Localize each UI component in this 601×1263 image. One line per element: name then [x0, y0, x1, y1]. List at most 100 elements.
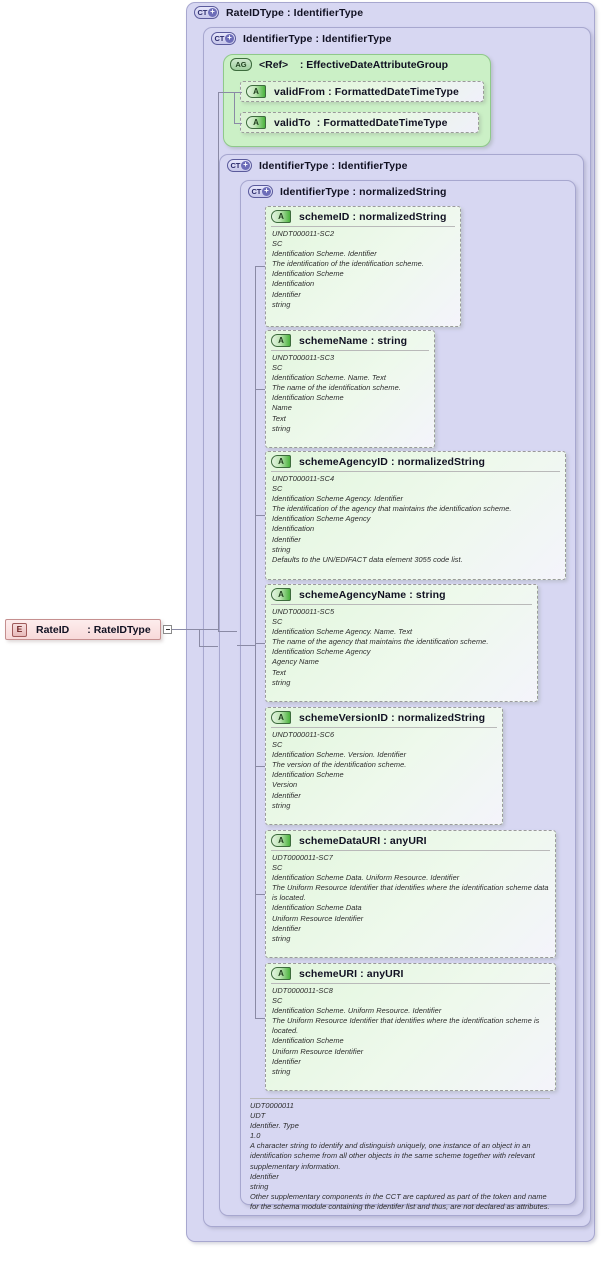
attribute-type: FormattedDateTimeType [323, 116, 448, 129]
container-header-rateidtype[interactable]: CT + RateIDType : IdentifierType [194, 6, 363, 19]
container-separator: : [331, 159, 336, 172]
container-header-identifiertype-level3[interactable]: CT + IdentifierType : IdentifierType [227, 159, 408, 172]
attribute-name: schemeID [299, 210, 350, 223]
attribute-separator: : [352, 210, 357, 223]
container-name: RateIDType [226, 6, 284, 19]
connector-ag-vertical [234, 92, 235, 123]
attribute-name: schemeName [299, 334, 368, 347]
attribute-header: A validFrom : FormattedDateTimeType [241, 82, 483, 100]
complextype-icon: CT + [248, 185, 273, 198]
container-header-identifiertype-level4[interactable]: CT + IdentifierType : normalizedString [248, 185, 447, 198]
a-icon-letter: A [278, 968, 284, 978]
ag-icon-letters: AG [235, 59, 247, 69]
a-icon-letter: A [253, 86, 259, 96]
attribute-separator: : [383, 834, 387, 847]
attribute-schemename[interactable]: A schemeName : string UNDT000011-SC3 SC … [265, 330, 435, 448]
attribute-header: A schemeURI : anyURI [266, 964, 555, 982]
container-type: normalizedString [359, 185, 447, 198]
attribute-divider [271, 727, 497, 728]
attribute-label: validTo : FormattedDateTimeType [274, 117, 448, 129]
attribute-type: anyURI [389, 834, 427, 847]
attribute-type: FormattedDateTimeType [334, 85, 459, 98]
attribute-type: normalizedString [359, 210, 447, 223]
container-header-identifiertype-level2[interactable]: CT + IdentifierType : IdentifierType [211, 32, 392, 45]
element-collapse-toggle[interactable] [163, 625, 172, 634]
connector-outer-spine [199, 629, 200, 646]
attribute-icon: A [271, 334, 291, 347]
attribute-icon: A [271, 834, 291, 847]
attribute-name: schemeURI [299, 967, 358, 980]
a-icon-letter: A [278, 712, 284, 722]
expand-plus-icon: + [225, 33, 234, 43]
a-icon-letter: A [253, 117, 259, 127]
attribute-documentation: UNDT000011-SC4 SC Identification Scheme … [272, 474, 512, 564]
connector-to-schemename [255, 389, 265, 390]
connector-level3-stem [218, 631, 237, 632]
connector-level4-stem [237, 645, 255, 646]
connector-outer-bottom [199, 646, 218, 647]
attribute-icon: A [271, 210, 291, 223]
attribute-documentation: UNDT000011-SC3 SC Identification Scheme.… [272, 353, 401, 433]
ct-icon-letters: CT [197, 7, 208, 17]
element-type: RateIDType [93, 623, 151, 636]
container-name: IdentifierType [280, 185, 350, 198]
attribute-name: schemeVersionID [299, 711, 389, 724]
documentation-lines: UDT0000011 UDT Identifier. Type 1.0 A ch… [250, 1101, 550, 1211]
connector-to-schemedatauri [255, 894, 265, 895]
element-name: RateID [36, 623, 70, 636]
container-separator: : [287, 6, 291, 19]
a-icon-letter: A [278, 335, 284, 345]
attribute-divider [271, 350, 429, 351]
attribute-label: schemeID : normalizedString [299, 211, 446, 223]
attribute-group-header[interactable]: AG <Ref> : EffectiveDateAttributeGroup [230, 58, 448, 71]
connector-ag-stem-vertical [218, 92, 219, 631]
container-title: IdentifierType : IdentifierType [259, 160, 408, 172]
attribute-schemeagencyid[interactable]: A schemeAgencyID : normalizedString UNDT… [265, 451, 566, 580]
container-title: IdentifierType : normalizedString [280, 186, 447, 198]
ct-icon-letters: CT [251, 186, 262, 196]
container-name: IdentifierType [243, 32, 313, 45]
attribute-label: schemeAgencyName : string [299, 589, 446, 601]
attribute-schemeid[interactable]: A schemeID : normalizedString UNDT000011… [265, 206, 461, 327]
attribute-name: schemeAgencyID [299, 455, 388, 468]
attribute-type: normalizedString [397, 455, 485, 468]
attribute-divider [271, 604, 532, 605]
connector-to-schemeagencyid [255, 515, 265, 516]
attribute-documentation: UDT0000011-SC8 SC Identification Scheme.… [272, 986, 540, 1076]
attribute-separator: : [328, 85, 332, 98]
a-icon-letter: A [278, 211, 284, 221]
ct-icon-letters: CT [230, 160, 241, 170]
attribute-header: A schemeName : string [266, 331, 434, 349]
attribute-separator: : [391, 711, 395, 724]
attribute-separator: : [370, 334, 375, 347]
complextype-icon: CT + [211, 32, 236, 45]
type-documentation: UDT0000011 UDT Identifier. Type 1.0 A ch… [250, 1098, 550, 1212]
attribute-schemeversionid[interactable]: A schemeVersionID : normalizedString UND… [265, 707, 503, 825]
attribute-type: string [377, 334, 408, 347]
attribute-header: A validTo : FormattedDateTimeType [241, 113, 478, 131]
attribute-documentation: UNDT000011-SC2 SC Identification Scheme.… [272, 229, 424, 309]
attribute-validto[interactable]: A validTo : FormattedDateTimeType [240, 112, 479, 133]
element-icon: E [12, 622, 27, 637]
attribute-schemedatauri[interactable]: A schemeDataURI : anyURI UDT0000011-SC7 … [265, 830, 556, 958]
attribute-icon: A [246, 85, 266, 98]
attribute-divider [271, 471, 560, 472]
attribute-label: schemeAgencyID : normalizedString [299, 456, 485, 468]
connector-outer-top [199, 629, 218, 630]
container-name: IdentifierType [259, 159, 329, 172]
attribute-name: schemeDataURI [299, 834, 381, 847]
attribute-icon: A [271, 588, 291, 601]
attribute-header: A schemeID : normalizedString [266, 207, 460, 225]
attribute-name: validTo [274, 116, 311, 129]
container-separator: : [352, 185, 357, 198]
attribute-label: validFrom : FormattedDateTimeType [274, 86, 459, 98]
connector-attributes-spine [255, 266, 256, 1018]
element-rateid[interactable]: E RateID : RateIDType [5, 619, 161, 640]
attribute-validfrom[interactable]: A validFrom : FormattedDateTimeType [240, 81, 484, 102]
container-type: IdentifierType [322, 32, 392, 45]
a-icon-letter: A [278, 835, 284, 845]
attribute-separator: : [360, 967, 364, 980]
attribute-schemeagencyname[interactable]: A schemeAgencyName : string UNDT000011-S… [265, 584, 538, 702]
attribute-schemeuri[interactable]: A schemeURI : anyURI UDT0000011-SC8 SC I… [265, 963, 556, 1091]
